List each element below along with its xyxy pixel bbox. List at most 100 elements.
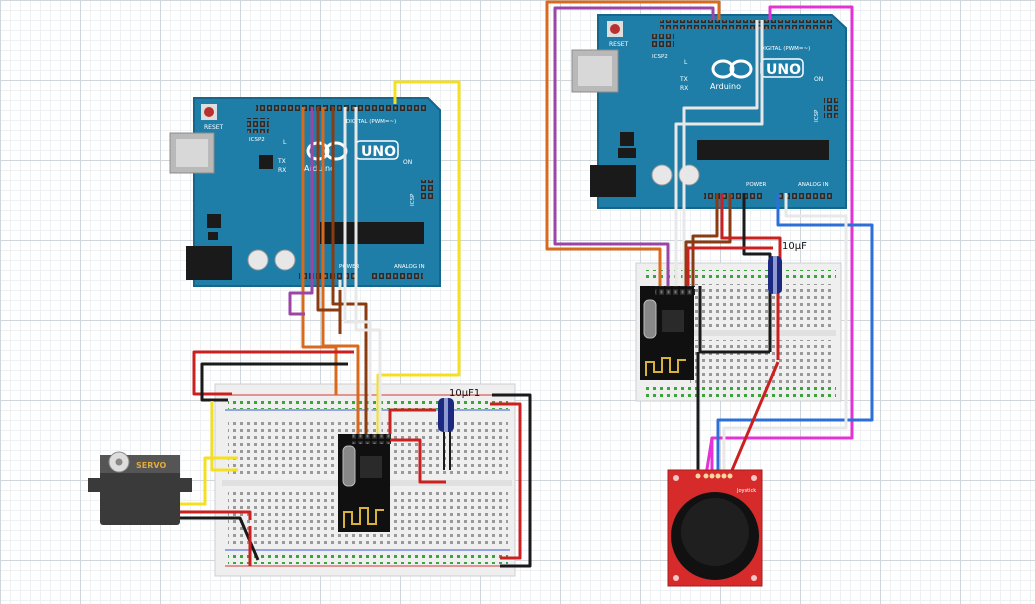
- rx-label: RX: [278, 167, 286, 174]
- icsp-label: ICSP: [410, 193, 416, 206]
- radio-chip: [360, 456, 382, 478]
- icsp2-label: ICSP2: [249, 137, 265, 143]
- servo-red-lead[interactable]: [180, 510, 252, 520]
- reset-label: RESET: [609, 41, 629, 48]
- regulator-chip: [259, 155, 273, 169]
- digital-label: DIGITAL (PWM=~): [760, 46, 810, 52]
- power-label: POWER: [339, 264, 360, 270]
- arduino-uno-receiver: RESET ICSP2 DIGITAL (PWM=~) L TX RX Ardu…: [169, 97, 441, 287]
- wire-brown[interactable]: [331, 107, 368, 434]
- wires-receiver: [180, 80, 532, 568]
- digital-header: [660, 20, 834, 29]
- l-led-label: L: [684, 59, 688, 66]
- bottom-power-rail: [228, 552, 508, 564]
- analog-header: [776, 192, 834, 201]
- wire-orange-sck[interactable]: [301, 107, 338, 395]
- digital-header: [256, 103, 426, 112]
- analog-header: [371, 272, 423, 281]
- on-label: ON: [403, 159, 412, 166]
- wire-white-vry[interactable]: [722, 193, 848, 475]
- wire-orange-sck[interactable]: [545, 0, 721, 286]
- model-label: UNO: [361, 144, 396, 160]
- servo-yellow-lead[interactable]: [180, 456, 238, 506]
- icsp-header: [824, 98, 838, 118]
- top-power-rail: [642, 270, 836, 280]
- analog-label: ANALOG IN: [394, 264, 425, 270]
- capacitor-receiver: 10µF1: [438, 388, 480, 432]
- power-label: POWER: [746, 182, 767, 188]
- wires-transmitter: [545, 0, 874, 476]
- arduino-logo-icon: [711, 59, 753, 79]
- wire-white-2[interactable]: [354, 107, 382, 434]
- servo-motor[interactable]: SERVO: [88, 451, 192, 525]
- capacitor-1: [651, 164, 673, 186]
- wire-purple[interactable]: [288, 107, 314, 316]
- capacitor-label: 10µF1: [449, 388, 480, 399]
- wire-white-ce[interactable]: [674, 20, 764, 286]
- l-led-label: L: [283, 139, 287, 146]
- servo-label: SERVO: [136, 461, 166, 470]
- regulator-chip: [620, 132, 634, 146]
- brand-label: Arduino: [304, 164, 335, 173]
- wire-white-csn[interactable]: [682, 20, 759, 286]
- reset-label: RESET: [204, 124, 224, 131]
- wire-blue-vrx[interactable]: [716, 193, 874, 475]
- wire-yellow-signal[interactable]: [210, 401, 238, 472]
- analog-label: ANALOG IN: [798, 182, 829, 188]
- model-label: UNO: [766, 62, 801, 78]
- wire-brown-2[interactable]: [691, 193, 719, 286]
- radio-chip: [662, 310, 684, 332]
- icsp2-header: [652, 34, 674, 49]
- wire-red-loop[interactable]: [388, 438, 446, 484]
- wire-orange-mosi[interactable]: [321, 107, 360, 434]
- wire-red-rail[interactable]: [490, 402, 522, 560]
- wire-purple-mosi[interactable]: [553, 6, 715, 286]
- antenna-trace: [645, 357, 686, 376]
- wire-red-5v[interactable]: [192, 350, 354, 396]
- nrf24l01-transmitter: [640, 286, 695, 380]
- icsp2-label: ICSP2: [652, 54, 668, 60]
- on-label: ON: [814, 76, 823, 83]
- bottom-terminal-area: [690, 340, 834, 384]
- capacitor-label: 10µF: [782, 241, 807, 252]
- tx-label: TX: [679, 76, 688, 83]
- wire-black-rail[interactable]: [492, 393, 532, 568]
- antenna-trace: [343, 507, 384, 528]
- icsp-header: [420, 180, 434, 200]
- arduino-uno-transmitter: RESET ICSP2 DIGITAL (PWM=~) L TX RX Ardu…: [571, 14, 847, 209]
- dc-jack: [590, 165, 636, 197]
- power-header: [299, 272, 355, 281]
- crystal: [342, 445, 356, 487]
- crystal: [643, 299, 657, 339]
- joystick-module[interactable]: Joystick: [667, 469, 763, 587]
- atmega-chip: [697, 140, 829, 160]
- top-terminal-area: [690, 284, 834, 328]
- rx-label: RX: [680, 85, 688, 92]
- wire-red-cap[interactable]: [388, 408, 436, 434]
- wire-black-gnd[interactable]: [200, 362, 348, 402]
- capacitor-transmitter: 10µF: [768, 241, 807, 294]
- servo-black-lead[interactable]: [180, 516, 260, 561]
- joystick-label: Joystick: [736, 488, 756, 494]
- wire-brown-miso[interactable]: [684, 193, 732, 286]
- capacitor-2: [678, 164, 700, 186]
- wire-red-3v3[interactable]: [720, 193, 782, 268]
- capacitor-2: [274, 249, 296, 271]
- power-header: [704, 192, 764, 201]
- wire-yellow-ce[interactable]: [376, 80, 461, 434]
- wire-brown-2[interactable]: [316, 107, 340, 312]
- wire-red-joystick-vcc[interactable]: [728, 361, 780, 476]
- tx-label: TX: [277, 158, 286, 165]
- capacitor-1: [247, 249, 269, 271]
- icsp2-header: [247, 118, 269, 133]
- digital-label: DIGITAL (PWM=~): [346, 119, 396, 125]
- dc-jack: [186, 246, 232, 280]
- center-channel: [642, 330, 836, 336]
- icsp-label: ICSP: [814, 109, 820, 122]
- bottom-power-rail: [642, 387, 836, 397]
- brand-label: Arduino: [710, 82, 741, 91]
- atmega-chip: [320, 222, 424, 244]
- nrf24l01-receiver: [338, 434, 392, 532]
- joystick-pins: [695, 473, 733, 479]
